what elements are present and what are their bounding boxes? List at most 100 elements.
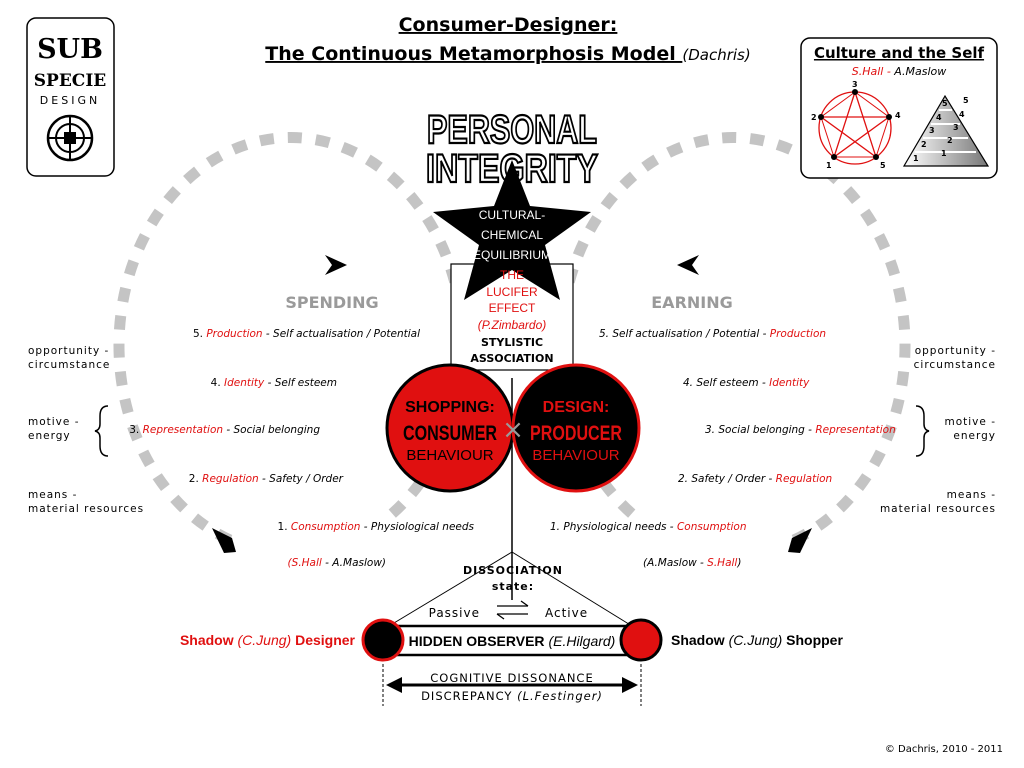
active-label: Active: [545, 606, 588, 620]
left-needs: 5. Production - Self actualisation / Pot…: [129, 328, 474, 533]
logo: SUB SPECIE DESIGN: [26, 17, 115, 177]
right-opportunity: opportunity -: [915, 345, 996, 357]
pentagram-icon: 1 2 3 4 5: [811, 80, 901, 170]
star-num-3: 3: [852, 80, 858, 89]
star-icon: [433, 160, 591, 300]
right-energy: energy: [953, 430, 996, 442]
loop-arrow-top-left: [325, 255, 347, 275]
left-energy: energy: [28, 430, 71, 442]
title-author: (Dachris): [682, 46, 750, 64]
pyr-inner-2: 2: [947, 136, 953, 145]
loop-arrow-top-right: [677, 255, 699, 275]
design-label: DESIGN:: [543, 399, 610, 416]
dissociation-triangle: DISSOCIATION state: Passive Active: [388, 551, 633, 627]
earning-label: EARNING: [651, 293, 733, 312]
copyright: © Dachris, 2010 - 2011: [885, 744, 1003, 755]
earning-loop: [555, 132, 911, 553]
left-need-5: 5. Production - Self actualisation / Pot…: [193, 328, 420, 340]
dissociation-label: DISSOCIATION: [463, 564, 563, 577]
title: Consumer-Designer: The Continuous Metamo…: [265, 14, 750, 65]
pyr-inner-3: 3: [953, 123, 959, 132]
right-need-3: 3. Social belonging - Representation: [705, 424, 896, 436]
right-motive: motive -: [945, 416, 997, 428]
shadow-designer-dot: [361, 618, 405, 662]
right-means: means -: [947, 489, 996, 501]
left-need-3: 3. Representation - Social belonging: [129, 424, 320, 436]
left-circumstance: circumstance: [28, 359, 110, 371]
svg-text:S.Hall - A.Maslow: S.Hall - A.Maslow: [852, 65, 947, 78]
integrity-line1: PERSONAL: [427, 108, 597, 152]
left-attribution: (S.Hall - A.Maslow): [288, 557, 386, 569]
association: ASSOCIATION: [470, 352, 553, 365]
design-circle: DESIGN: PRODUCER BEHAVIOUR: [511, 363, 641, 493]
dissonance-arrow-right: [622, 677, 638, 693]
right-need-1: 1. Physiological needs - Consumption: [550, 521, 746, 533]
right-needs: 5. Self actualisation / Potential - Prod…: [550, 328, 896, 533]
right-need-5: 5. Self actualisation / Potential - Prod…: [599, 328, 826, 340]
shadow-shopper-label: Shadow (C.Jung) Shopper: [671, 632, 843, 648]
star-num-1: 1: [826, 161, 832, 170]
right-need-2: 2. Safety / Order - Regulation: [678, 473, 832, 485]
left-motive: motive -: [28, 416, 80, 428]
left-need-4: 4. Identity - Self esteem: [211, 377, 337, 389]
lucifer-zimbardo: (P.Zimbardo): [478, 318, 546, 332]
pyr-outer-1: 1: [913, 154, 919, 163]
right-material: material resources: [880, 503, 996, 515]
loop-arrow-bottom-right: [788, 528, 812, 553]
star-num-4: 4: [895, 111, 901, 120]
right-circumstance: circumstance: [914, 359, 996, 371]
star-num-5: 5: [880, 161, 886, 170]
dissociation-state: state:: [492, 580, 534, 593]
left-means: means -: [28, 489, 77, 501]
loop-arrow-bottom-left: [212, 528, 236, 553]
logo-emblem-icon: [46, 114, 94, 162]
right-attribution: (A.Maslow - S.Hall): [643, 557, 741, 569]
hidden-observer-label: HIDDEN OBSERVER (E.Hilgard): [409, 633, 616, 649]
equilibrium-arrows-icon: [496, 600, 529, 620]
consumer-behaviour-label: BEHAVIOUR: [406, 447, 493, 464]
cognitive-dissonance: COGNITIVE DISSONANCE DISCREPANCY (L.Fest…: [382, 664, 642, 706]
passive-label: Passive: [429, 606, 480, 620]
star-num-2: 2: [811, 113, 817, 122]
pyramid-icon: 1 2 3 4 5 1 2 3 4 5: [902, 94, 990, 167]
lucifer-the: THE: [500, 268, 524, 282]
star-line3: EQUILIBRIUM: [473, 248, 551, 262]
shadow-designer-label: Shadow (C.Jung) Designer: [180, 632, 356, 648]
pyr-inner-5: 5: [963, 96, 969, 105]
stylistic: STYLISTIC: [481, 336, 543, 349]
culture-name-hall: S.Hall: [852, 65, 884, 78]
shopping-circle: SHOPPING: CONSUMER BEHAVIOUR: [385, 363, 515, 493]
equilibrium-star: CULTURAL- CHEMICAL EQUILIBRIUM: [433, 160, 591, 300]
shopping-label: SHOPPING:: [405, 399, 495, 416]
left-opportunity: opportunity -: [28, 345, 109, 357]
producer-label: PRODUCER: [530, 422, 622, 445]
star-line2: CHEMICAL: [481, 228, 543, 242]
left-brace-icon: [94, 405, 109, 457]
right-need-4: 4. Self esteem - Identity: [683, 377, 810, 389]
logo-design: DESIGN: [40, 94, 100, 107]
cross-icon: ×: [502, 415, 524, 445]
left-need-1: 1. Consumption - Physiological needs: [278, 521, 475, 533]
pyr-outer-2: 2: [921, 140, 927, 149]
logo-specie: SPECIE: [34, 71, 107, 91]
producer-behaviour-label: BEHAVIOUR: [532, 447, 619, 464]
svg-text:The Continuous Metamorphosis M: The Continuous Metamorphosis Model (Dach…: [265, 43, 750, 65]
pyr-outer-5: 5: [942, 99, 948, 108]
title-line2: The Continuous Metamorphosis Model: [265, 43, 682, 65]
consumer-label: CONSUMER: [403, 422, 497, 445]
left-need-2: 2. Regulation - Safety / Order: [189, 473, 344, 485]
spending-loop: [113, 132, 469, 553]
side-labels-right: opportunity - circumstance motive - ener…: [880, 345, 997, 515]
culture-box: Culture and the Self S.Hall - A.Maslow 1…: [800, 37, 998, 179]
pyr-inner-4: 4: [959, 110, 965, 119]
dissonance-arrow-left: [386, 677, 402, 693]
shadow-shopper-dot: [619, 618, 663, 662]
lucifer-effect: THE LUCIFER EFFECT (P.Zimbardo) STYLISTI…: [470, 268, 553, 365]
culture-title: Culture and the Self: [814, 44, 985, 62]
pyr-outer-4: 4: [936, 113, 942, 122]
lucifer-lucifer: LUCIFER: [486, 285, 538, 299]
title-line1: Consumer-Designer:: [399, 14, 618, 36]
left-material: material resources: [28, 503, 144, 515]
logo-sub: SUB: [37, 34, 103, 65]
